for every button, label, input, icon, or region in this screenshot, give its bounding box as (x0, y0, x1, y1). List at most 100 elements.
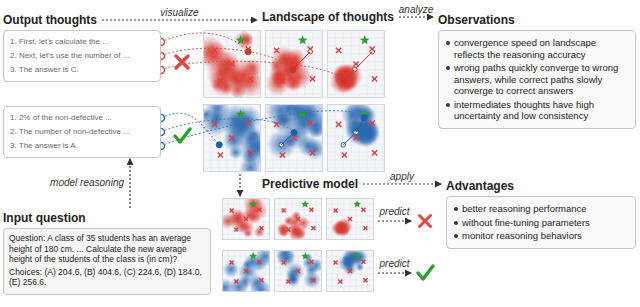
wrong-answer-mark (334, 261, 338, 265)
cross-mark (420, 216, 431, 227)
wrong-answer-mark (257, 208, 261, 212)
panel-frame (266, 31, 323, 98)
stroke (259, 278, 263, 282)
wrong-answer-mark (244, 269, 248, 273)
wrong-answer-mark (311, 226, 315, 230)
wrong-answer-mark (342, 152, 347, 157)
stroke (280, 78, 285, 83)
density-blob (305, 264, 317, 276)
stroke (363, 226, 367, 230)
answer-star (298, 35, 308, 44)
stroke (420, 216, 431, 227)
thought-step: 2. The number of non-defective ... (10, 125, 148, 139)
stroke (218, 78, 223, 83)
stroke (230, 261, 234, 265)
wrong-answer-mark (280, 152, 285, 157)
stroke (311, 226, 315, 230)
question-text: Choices: (A) 204.6, (B) 404.6, (C) 224.6… (9, 267, 205, 288)
stroke (234, 228, 238, 232)
bullet-dot (454, 207, 458, 211)
dotted-arrow (378, 220, 411, 221)
wrong-answer-mark (282, 209, 286, 213)
thought-path (161, 48, 293, 69)
stroke (342, 152, 347, 157)
stroke (229, 61, 234, 66)
wrong-answer-mark (280, 78, 285, 83)
thought-step: 1. 2% of the non-defective ... (10, 111, 148, 125)
stroke (308, 120, 313, 125)
wrong-answer-mark (336, 122, 341, 127)
thought-path (161, 33, 248, 52)
stroke (336, 122, 341, 127)
box-outline: better reasoning performancewithout fine… (446, 196, 636, 249)
stroke (334, 261, 338, 265)
grid-line (327, 46, 385, 47)
panel-ground (326, 198, 374, 240)
wrong-answer-mark (259, 226, 263, 230)
panel-frame (327, 199, 374, 240)
panel-ground (265, 30, 323, 98)
stroke (212, 122, 217, 127)
stroke (259, 278, 263, 282)
stroke (230, 209, 234, 213)
question-text: Question: A class of 35 students has an … (9, 233, 205, 265)
stroke (282, 261, 286, 265)
stroke (218, 152, 223, 157)
stroke (176, 56, 188, 68)
wrong-answer-mark (363, 226, 367, 230)
wrong-answer-mark (291, 135, 296, 140)
wrong-answer-mark (310, 76, 315, 81)
wrong-answer-mark (361, 208, 365, 212)
dotted-arrow (378, 272, 411, 273)
landscape-panel (327, 30, 385, 98)
stroke (310, 76, 315, 81)
dotted-arrow (102, 19, 257, 20)
stroke (286, 228, 290, 232)
wrong-answer-mark (244, 217, 248, 221)
stroke (234, 280, 238, 284)
stroke (361, 260, 365, 264)
trajectory-line (355, 52, 372, 70)
wrong-answer-mark (212, 122, 217, 127)
wrong-answer-mark (308, 120, 313, 125)
stroke (370, 120, 375, 125)
stroke (310, 150, 315, 155)
density-blob (353, 117, 381, 145)
panel-frame (328, 31, 385, 98)
answer-star (301, 200, 309, 207)
stroke (234, 280, 238, 284)
density-blob (338, 225, 347, 234)
wrong-answer-mark (372, 150, 377, 155)
check-mark (418, 266, 433, 279)
wrong-answer-mark (348, 217, 352, 221)
landscape-panel (274, 198, 322, 240)
wrong-answer-mark (218, 152, 223, 157)
stroke (309, 260, 313, 264)
stroke (176, 56, 188, 68)
stroke (244, 269, 248, 273)
wrong-answer-mark (286, 280, 290, 284)
stroke (334, 209, 338, 213)
wrong-answer-mark (361, 260, 365, 264)
stroke (229, 61, 234, 66)
stroke (212, 122, 217, 127)
advantage-box: Advantagesbetter reasoning performancewi… (446, 176, 636, 249)
wrong-answer-mark (370, 120, 375, 125)
cross-mark (176, 56, 188, 68)
wrong-answer-mark (234, 280, 238, 284)
section-heading: Landscape of thoughts (262, 10, 394, 24)
stroke (282, 209, 286, 213)
stroke (280, 152, 285, 157)
panel-frame (328, 105, 385, 172)
arrow-label: apply (390, 171, 414, 183)
stroke (353, 135, 358, 140)
wrong-answer-mark (353, 135, 358, 140)
answer-star (236, 35, 246, 44)
stroke (338, 280, 342, 284)
edge-label: model reasoning (49, 177, 125, 189)
box-outline: Question: A class of 35 students has an … (3, 228, 211, 295)
stroke (280, 78, 285, 83)
dotted-arrow (239, 174, 240, 196)
bullet-row: convergence speed on landscape reflects … (444, 37, 629, 60)
stroke (348, 269, 352, 273)
